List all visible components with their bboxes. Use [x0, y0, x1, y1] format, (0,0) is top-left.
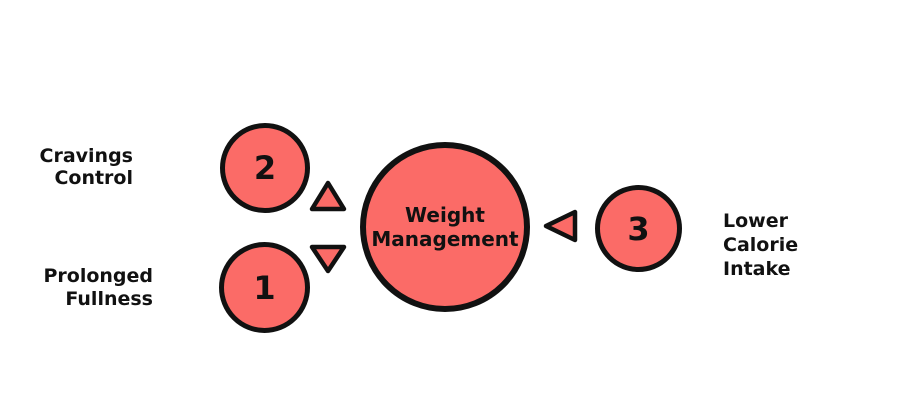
node-circle-2: 2: [220, 123, 310, 213]
label-line: Intake: [723, 258, 791, 280]
node-number: 1: [253, 268, 276, 307]
label-line: Fullness: [65, 288, 153, 310]
triangle-up-icon: [309, 180, 347, 212]
node-number: 3: [627, 209, 650, 248]
label-prolonged-fullness: Prolonged Fullness: [30, 265, 153, 311]
node-circle-3: 3: [595, 185, 682, 272]
node-circle-1: 1: [219, 242, 310, 333]
label-cravings-control: Cravings Control: [20, 145, 133, 189]
node-number: 2: [253, 149, 277, 187]
center-node-label: Weight Management: [371, 203, 518, 251]
label-line: Lower: [723, 210, 788, 232]
label-line: Weight: [405, 203, 485, 227]
triangle-down-icon: [309, 244, 347, 274]
label-line: Control: [54, 167, 133, 189]
label-line: Cravings: [39, 145, 133, 167]
label-lower-calorie-intake: Lower Calorie Intake: [723, 209, 843, 281]
triangle-left-icon: [543, 209, 578, 243]
center-node-circle: Weight Management: [360, 142, 530, 312]
label-line: Management: [371, 227, 519, 251]
label-line: Calorie: [723, 234, 799, 256]
label-line: Prolonged: [43, 265, 153, 287]
